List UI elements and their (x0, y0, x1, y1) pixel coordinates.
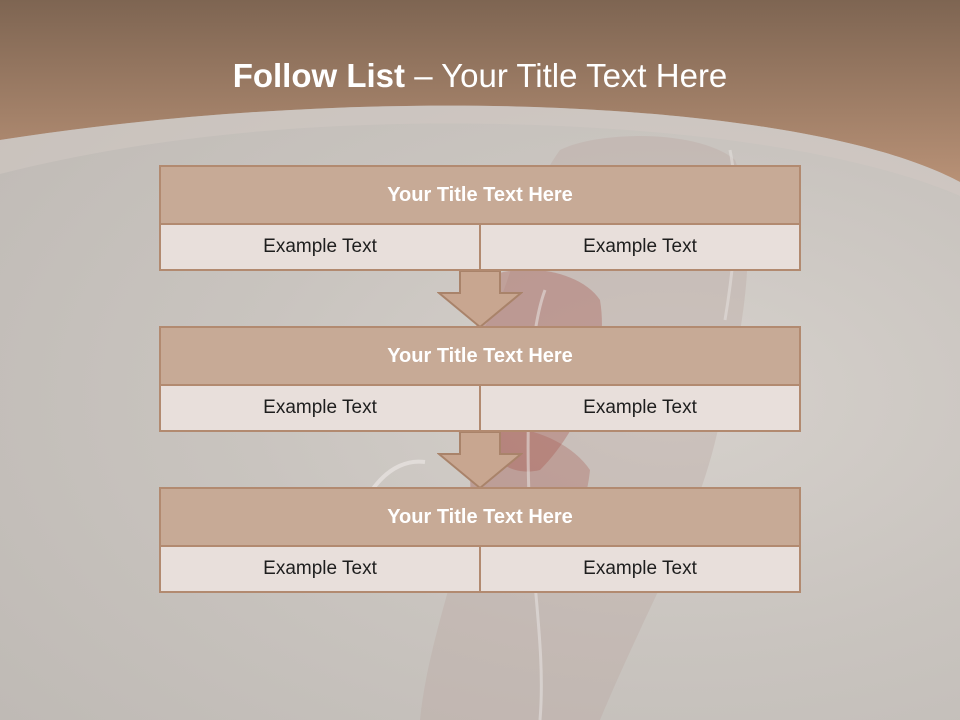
step-box-2: Your Title Text Here Example Text Exampl… (159, 326, 801, 432)
step-box-3: Your Title Text Here Example Text Exampl… (159, 487, 801, 593)
step-title: Your Title Text Here (387, 506, 573, 528)
step-cell-right: Example Text (479, 386, 799, 430)
down-arrow-icon (437, 271, 523, 329)
step-cell-left: Example Text (161, 225, 479, 269)
slide-title-bold: Follow List (232, 57, 406, 94)
step-cell-right: Example Text (479, 547, 799, 591)
step-cell-right: Example Text (479, 225, 799, 269)
slide-title-rest: – Your Title Text Here (405, 57, 728, 94)
step-cell-left: Example Text (161, 386, 479, 430)
down-arrow-icon (437, 432, 523, 490)
step-box-1: Your Title Text Here Example Text Exampl… (159, 165, 801, 271)
slide-title: Follow List – Your Title Text Here (0, 52, 960, 100)
step-cells: Example Text Example Text (161, 384, 799, 430)
step-title: Your Title Text Here (387, 184, 573, 206)
step-title: Your Title Text Here (387, 345, 573, 367)
step-cell-left: Example Text (161, 547, 479, 591)
step-cells: Example Text Example Text (161, 223, 799, 269)
header-band (0, 0, 960, 196)
step-cells: Example Text Example Text (161, 545, 799, 591)
